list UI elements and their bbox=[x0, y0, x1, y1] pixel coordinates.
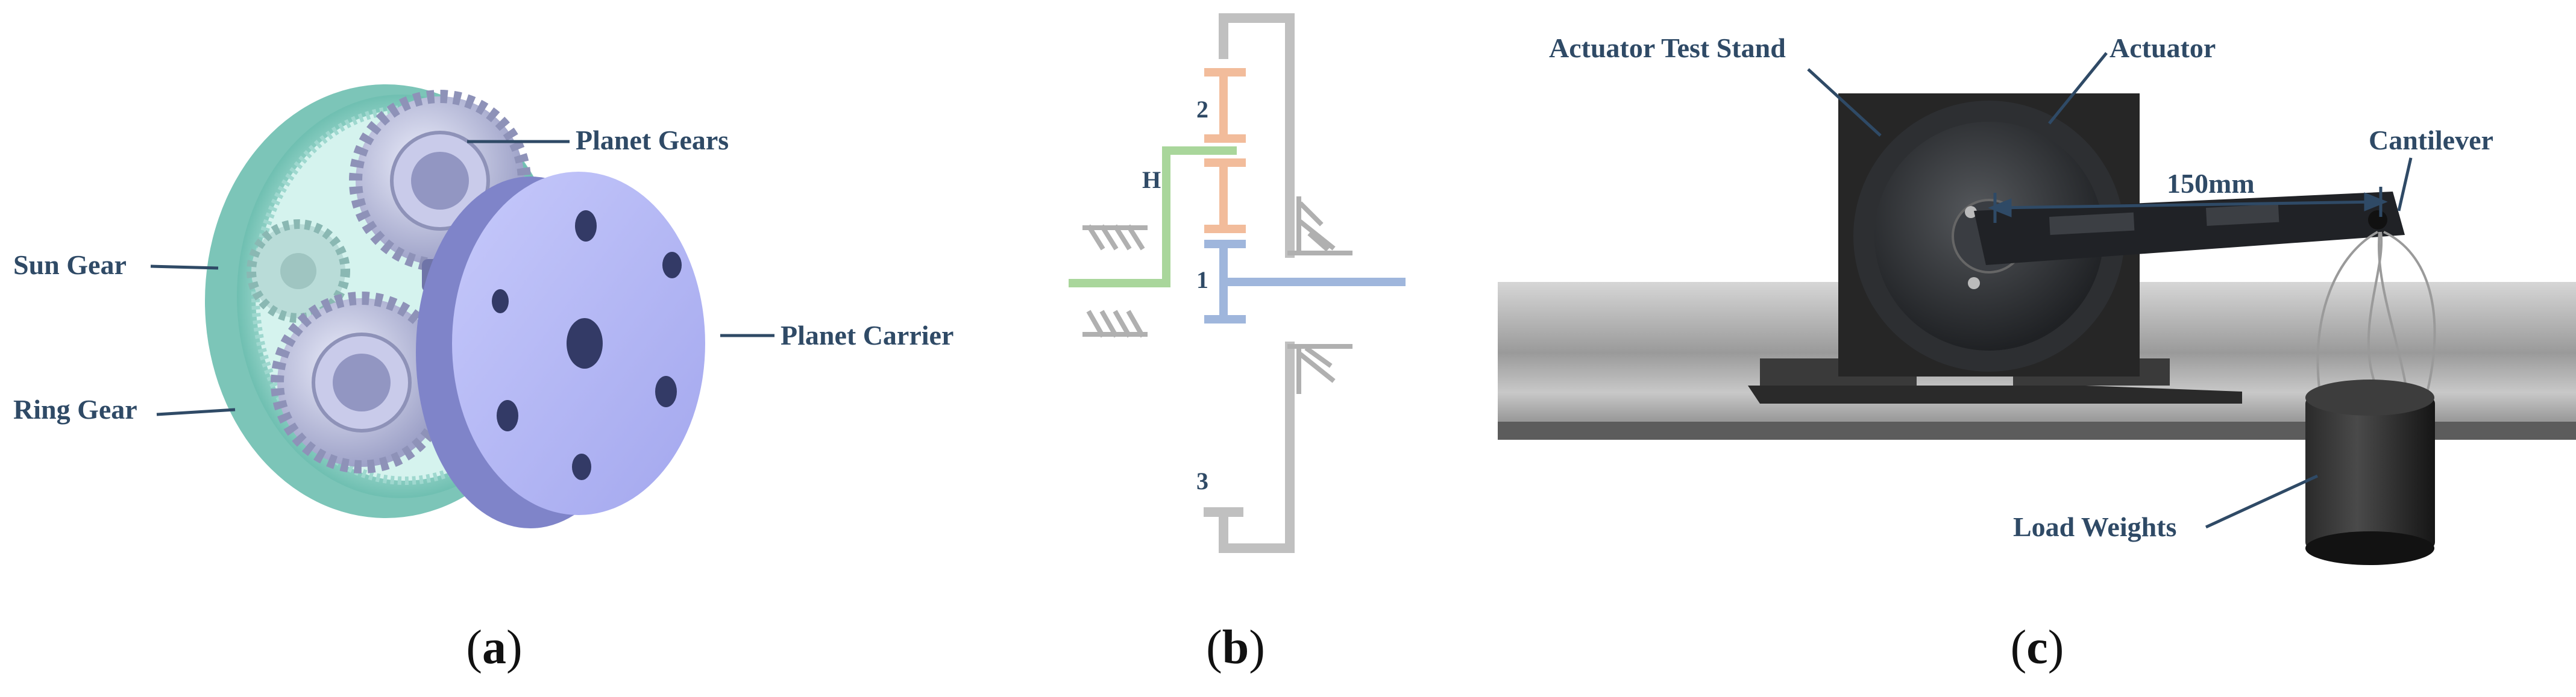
link-3-label: 3 bbox=[1196, 467, 1208, 495]
cantilever-label: Cantilever bbox=[2369, 125, 2493, 155]
subcaption-a: (a) bbox=[466, 621, 523, 674]
carrier-hole bbox=[662, 252, 682, 278]
carrier-center-hole bbox=[567, 318, 603, 369]
planet-carrier bbox=[416, 172, 705, 528]
ring-gear-label: Ring Gear bbox=[13, 394, 137, 425]
planet-gear-link-2 bbox=[1204, 68, 1246, 233]
sun-gear-label: Sun Gear bbox=[13, 249, 127, 280]
panel-a: Sun Gear Ring Gear Planet Gears Planet C… bbox=[0, 0, 1025, 697]
panel-c: Actuator Test Stand Actuator Cantilever … bbox=[1447, 0, 2576, 697]
planet-gear-lower bbox=[271, 292, 453, 474]
actuator-label: Actuator bbox=[2109, 33, 2216, 63]
subcaption-c: (c) bbox=[2010, 621, 2064, 674]
planetary-gear-illustration: Sun Gear Ring Gear Planet Gears Planet C… bbox=[13, 84, 953, 528]
planet-carrier-label: Planet Carrier bbox=[781, 320, 953, 351]
subcaption-b: (b) bbox=[1206, 621, 1265, 674]
planet-gears-label: Planet Gears bbox=[576, 125, 729, 155]
test-stand-label: Actuator Test Stand bbox=[1549, 33, 1786, 63]
sun-gear bbox=[247, 219, 350, 323]
gear-kinematic-diagram: H 2 1 3 bbox=[1069, 13, 1406, 553]
carrier-hole bbox=[492, 289, 509, 313]
actuator-test-photo: Actuator Test Stand Actuator Cantilever … bbox=[1498, 33, 2576, 565]
link-2-label: 2 bbox=[1196, 96, 1208, 123]
ring-gear-link-3 bbox=[1204, 13, 1295, 553]
load-weights-label: Load Weights bbox=[2013, 511, 2176, 542]
carrier-hole bbox=[572, 454, 591, 480]
sun-gear-link-1 bbox=[1204, 240, 1406, 323]
photo-leader-lines bbox=[1807, 52, 2413, 529]
panel-b: H 2 1 3 (b) bbox=[1025, 0, 1447, 697]
carrier-hole bbox=[497, 400, 518, 431]
carrier-hole bbox=[575, 210, 597, 242]
cantilever-arm bbox=[1974, 192, 2405, 265]
carrier-link-h bbox=[1069, 146, 1237, 287]
distance-label: 150mm bbox=[2167, 168, 2255, 199]
dimension-arrow bbox=[1988, 187, 2388, 223]
carrier-hole bbox=[655, 376, 677, 407]
carrier-h-label: H bbox=[1142, 166, 1161, 193]
leader-lines bbox=[150, 140, 774, 416]
link-1-label: 1 bbox=[1196, 266, 1208, 293]
hanger-wires bbox=[2316, 231, 2436, 398]
load-weight-bucket bbox=[2305, 380, 2435, 565]
ground-supports bbox=[1082, 196, 1352, 394]
